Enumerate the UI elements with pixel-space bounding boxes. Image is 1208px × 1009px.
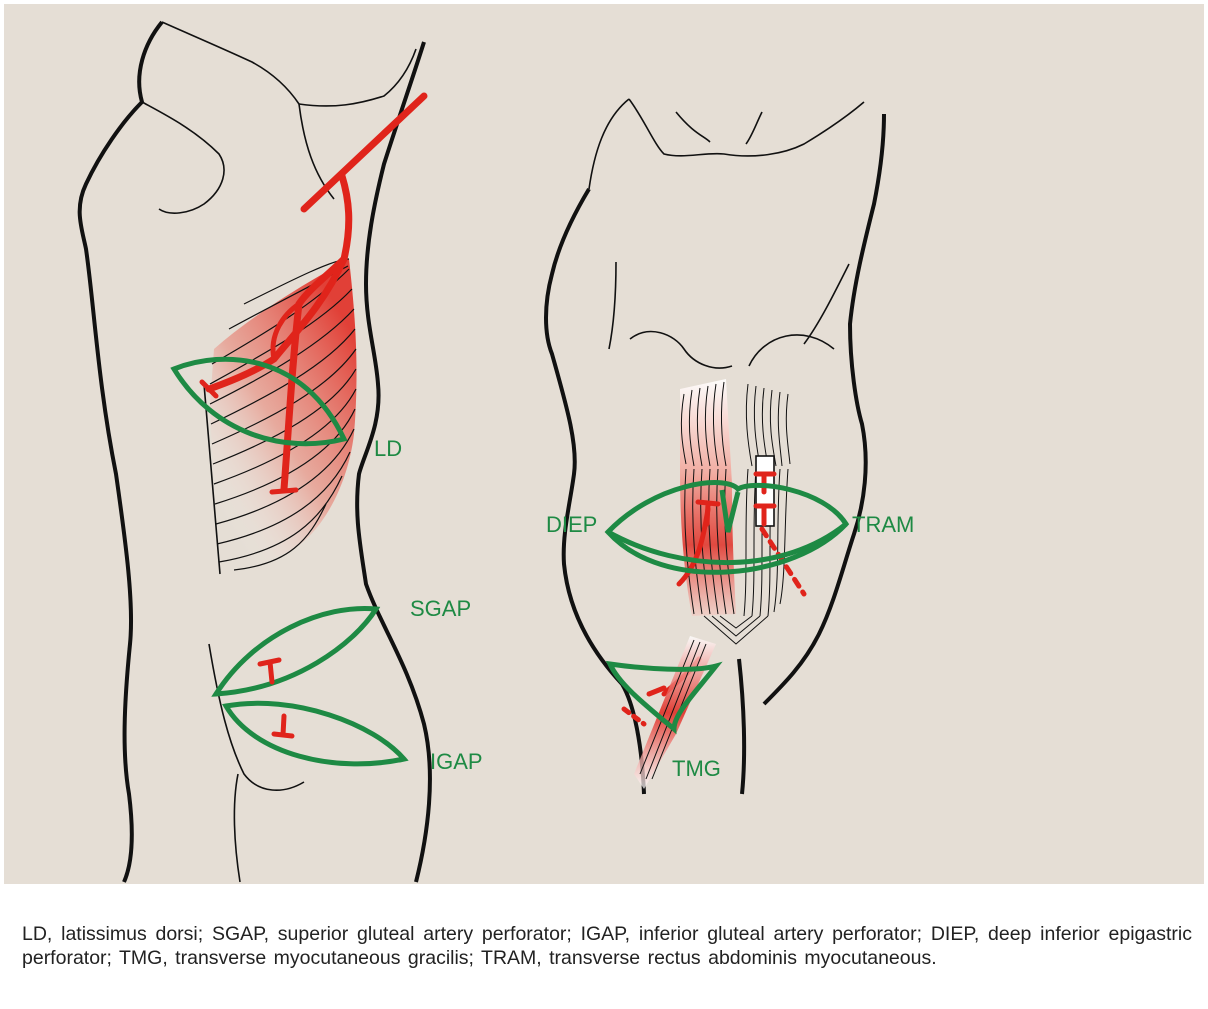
label-diep: DIEP — [546, 512, 597, 538]
illustration-panel: LD SGAP IGAP DIEP TRAM TMG — [4, 4, 1204, 884]
back-outline-right — [357, 42, 430, 882]
front-outline-left — [546, 189, 644, 794]
rectus-muscle-left — [680, 379, 736, 616]
label-igap: IGAP — [430, 749, 483, 775]
igap-flap-outline — [226, 703, 404, 764]
label-sgap: SGAP — [410, 596, 471, 622]
front-outline-right — [764, 114, 884, 704]
gluteal-perforators — [260, 660, 292, 736]
back-outline-left — [80, 22, 162, 882]
figure-caption: LD, latissimus dorsi; SGAP, superior glu… — [22, 922, 1192, 970]
label-tram: TRAM — [852, 512, 914, 538]
front-view-figure — [546, 99, 884, 794]
flap-diagram — [4, 4, 1204, 884]
label-ld: LD — [374, 436, 402, 462]
sgap-flap-outline — [216, 608, 376, 694]
label-tmg: TMG — [672, 756, 721, 782]
